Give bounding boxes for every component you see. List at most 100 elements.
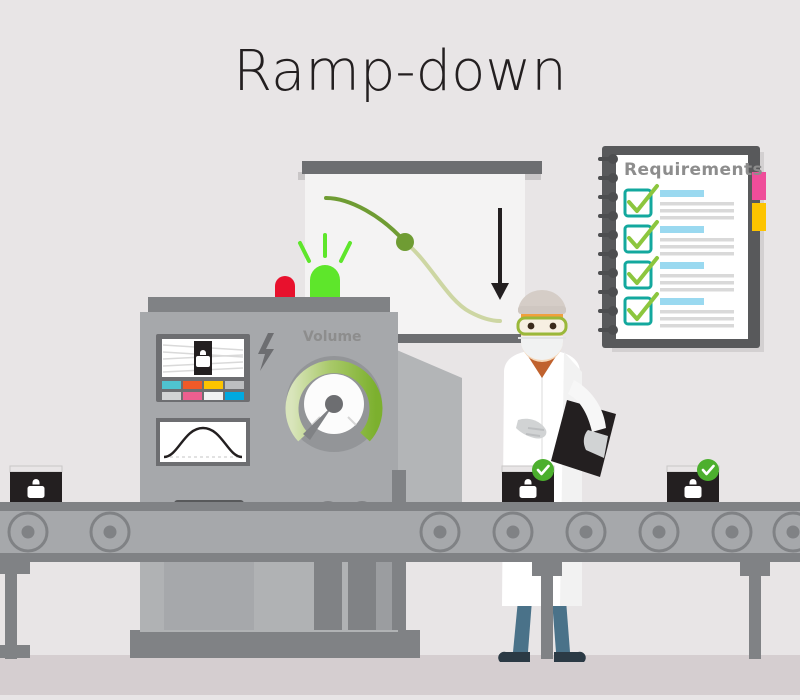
roller-1 [7,511,49,553]
chart-curve-past [324,196,407,244]
box-lid-1 [9,465,63,473]
item-title-bar-3 [660,262,704,269]
worker-face-mask [521,336,563,360]
item-line-3-1 [660,274,734,278]
conveyor-bottom-rail [0,553,800,562]
item-line-1-2 [660,209,734,213]
product-bag-icon-1 [27,479,45,498]
product-bag-icon [196,350,210,367]
whiteboard-top-frame [302,161,542,174]
item-line-2-1 [660,238,734,242]
gauge-hub [325,395,343,413]
display-button-1[interactable] [162,381,181,389]
power-bolt-icon [258,333,274,371]
check-icon-box-2 [536,464,550,476]
chart-curve-projected [403,240,502,323]
check-icon-4 [627,292,659,321]
roller-3 [419,511,461,553]
notepad-spiral [598,154,618,335]
product-box-3[interactable] [666,459,720,502]
floor [0,655,800,695]
product-bag-icon-3 [684,479,702,498]
item-title-bar-4 [660,298,704,305]
display-button-5[interactable] [162,392,181,400]
gauge-tick-right [347,416,357,426]
checkbox-3[interactable] [623,260,653,290]
roller-2 [89,511,131,553]
product-box-1[interactable] [9,465,63,502]
chart-current-point [396,233,414,251]
checkbox-1[interactable] [623,188,653,218]
product-box-2[interactable] [501,459,555,502]
machine-top-bar [148,297,390,312]
conveyor-legs [0,562,770,659]
machine-base [130,630,420,658]
check-icon-2 [627,220,659,249]
conveyor-top-rail [0,502,800,511]
checkbox-4[interactable] [623,296,653,326]
display-button-6[interactable] [183,392,202,400]
checkbox-2[interactable] [623,224,653,254]
roller-7 [711,511,753,553]
conveyor-belt[interactable] [0,459,800,659]
check-icon-box-3 [701,464,715,476]
item-title-bar-2 [660,226,704,233]
production-machine[interactable] [130,297,462,658]
checklist-item-3[interactable] [623,256,734,292]
worker-glove-right [583,430,608,458]
bell-curve [163,426,243,459]
gauge-arc [285,360,383,442]
leg-bracket-mid [532,562,562,576]
worker-glove-finger-1 [527,427,545,431]
leg-post-left [5,574,17,659]
leg-post-mid [541,576,553,659]
conveyor-rollers [7,511,800,553]
roller-5 [565,511,607,553]
control-display[interactable] [156,334,250,402]
green-lamp-rays [298,233,352,263]
roller-6 [638,511,680,553]
display-button-8[interactable] [225,392,244,400]
worker-eye-right [549,322,557,330]
display-button-2[interactable] [183,381,202,389]
display-button-4[interactable] [225,381,244,389]
volume-gauge[interactable] [285,356,383,452]
display-button-3[interactable] [204,381,223,389]
box-check-badge-3 [697,459,719,481]
conveyor-belt-body [0,511,800,553]
requirements-notepad[interactable] [598,146,766,352]
page-title: Ramp-down [233,39,567,104]
worker-eye-left [527,322,535,330]
item-line-3-2 [660,281,734,285]
item-line-2-2 [660,245,734,249]
tab-yellow[interactable] [752,203,766,231]
gauge-needle [303,404,334,440]
item-line-4-1 [660,310,734,314]
notepad-header: Requirements [624,160,764,180]
leg-bracket-right [740,562,770,576]
whiteboard-bottom-frame [302,334,542,343]
status-lamp-red [275,276,295,297]
checklist-item-2[interactable] [623,220,734,256]
worker-leg-left [513,600,532,652]
display-button-7[interactable] [204,392,223,400]
worker-arm-right [568,380,606,432]
tab-pink[interactable] [752,172,766,200]
volume-gauge-label: Volume [303,329,362,345]
worker-shoe-right [554,651,586,662]
gauge-tick-left [311,416,321,426]
checklist-item-4[interactable] [623,292,734,328]
checklist-item-1[interactable] [623,184,734,220]
distribution-chart [156,418,250,466]
worker-cap-band [518,306,566,314]
chart-down-arrow-head [491,283,509,300]
item-line-1-1 [660,202,734,206]
roller-4 [492,511,534,553]
item-title-bar-1 [660,190,704,197]
item-line-1-3 [660,216,734,220]
leg-foot-left [0,645,30,658]
worker-glove-finger-2 [525,433,541,437]
worker-goggles[interactable] [516,316,568,336]
item-line-4-3 [660,324,734,328]
